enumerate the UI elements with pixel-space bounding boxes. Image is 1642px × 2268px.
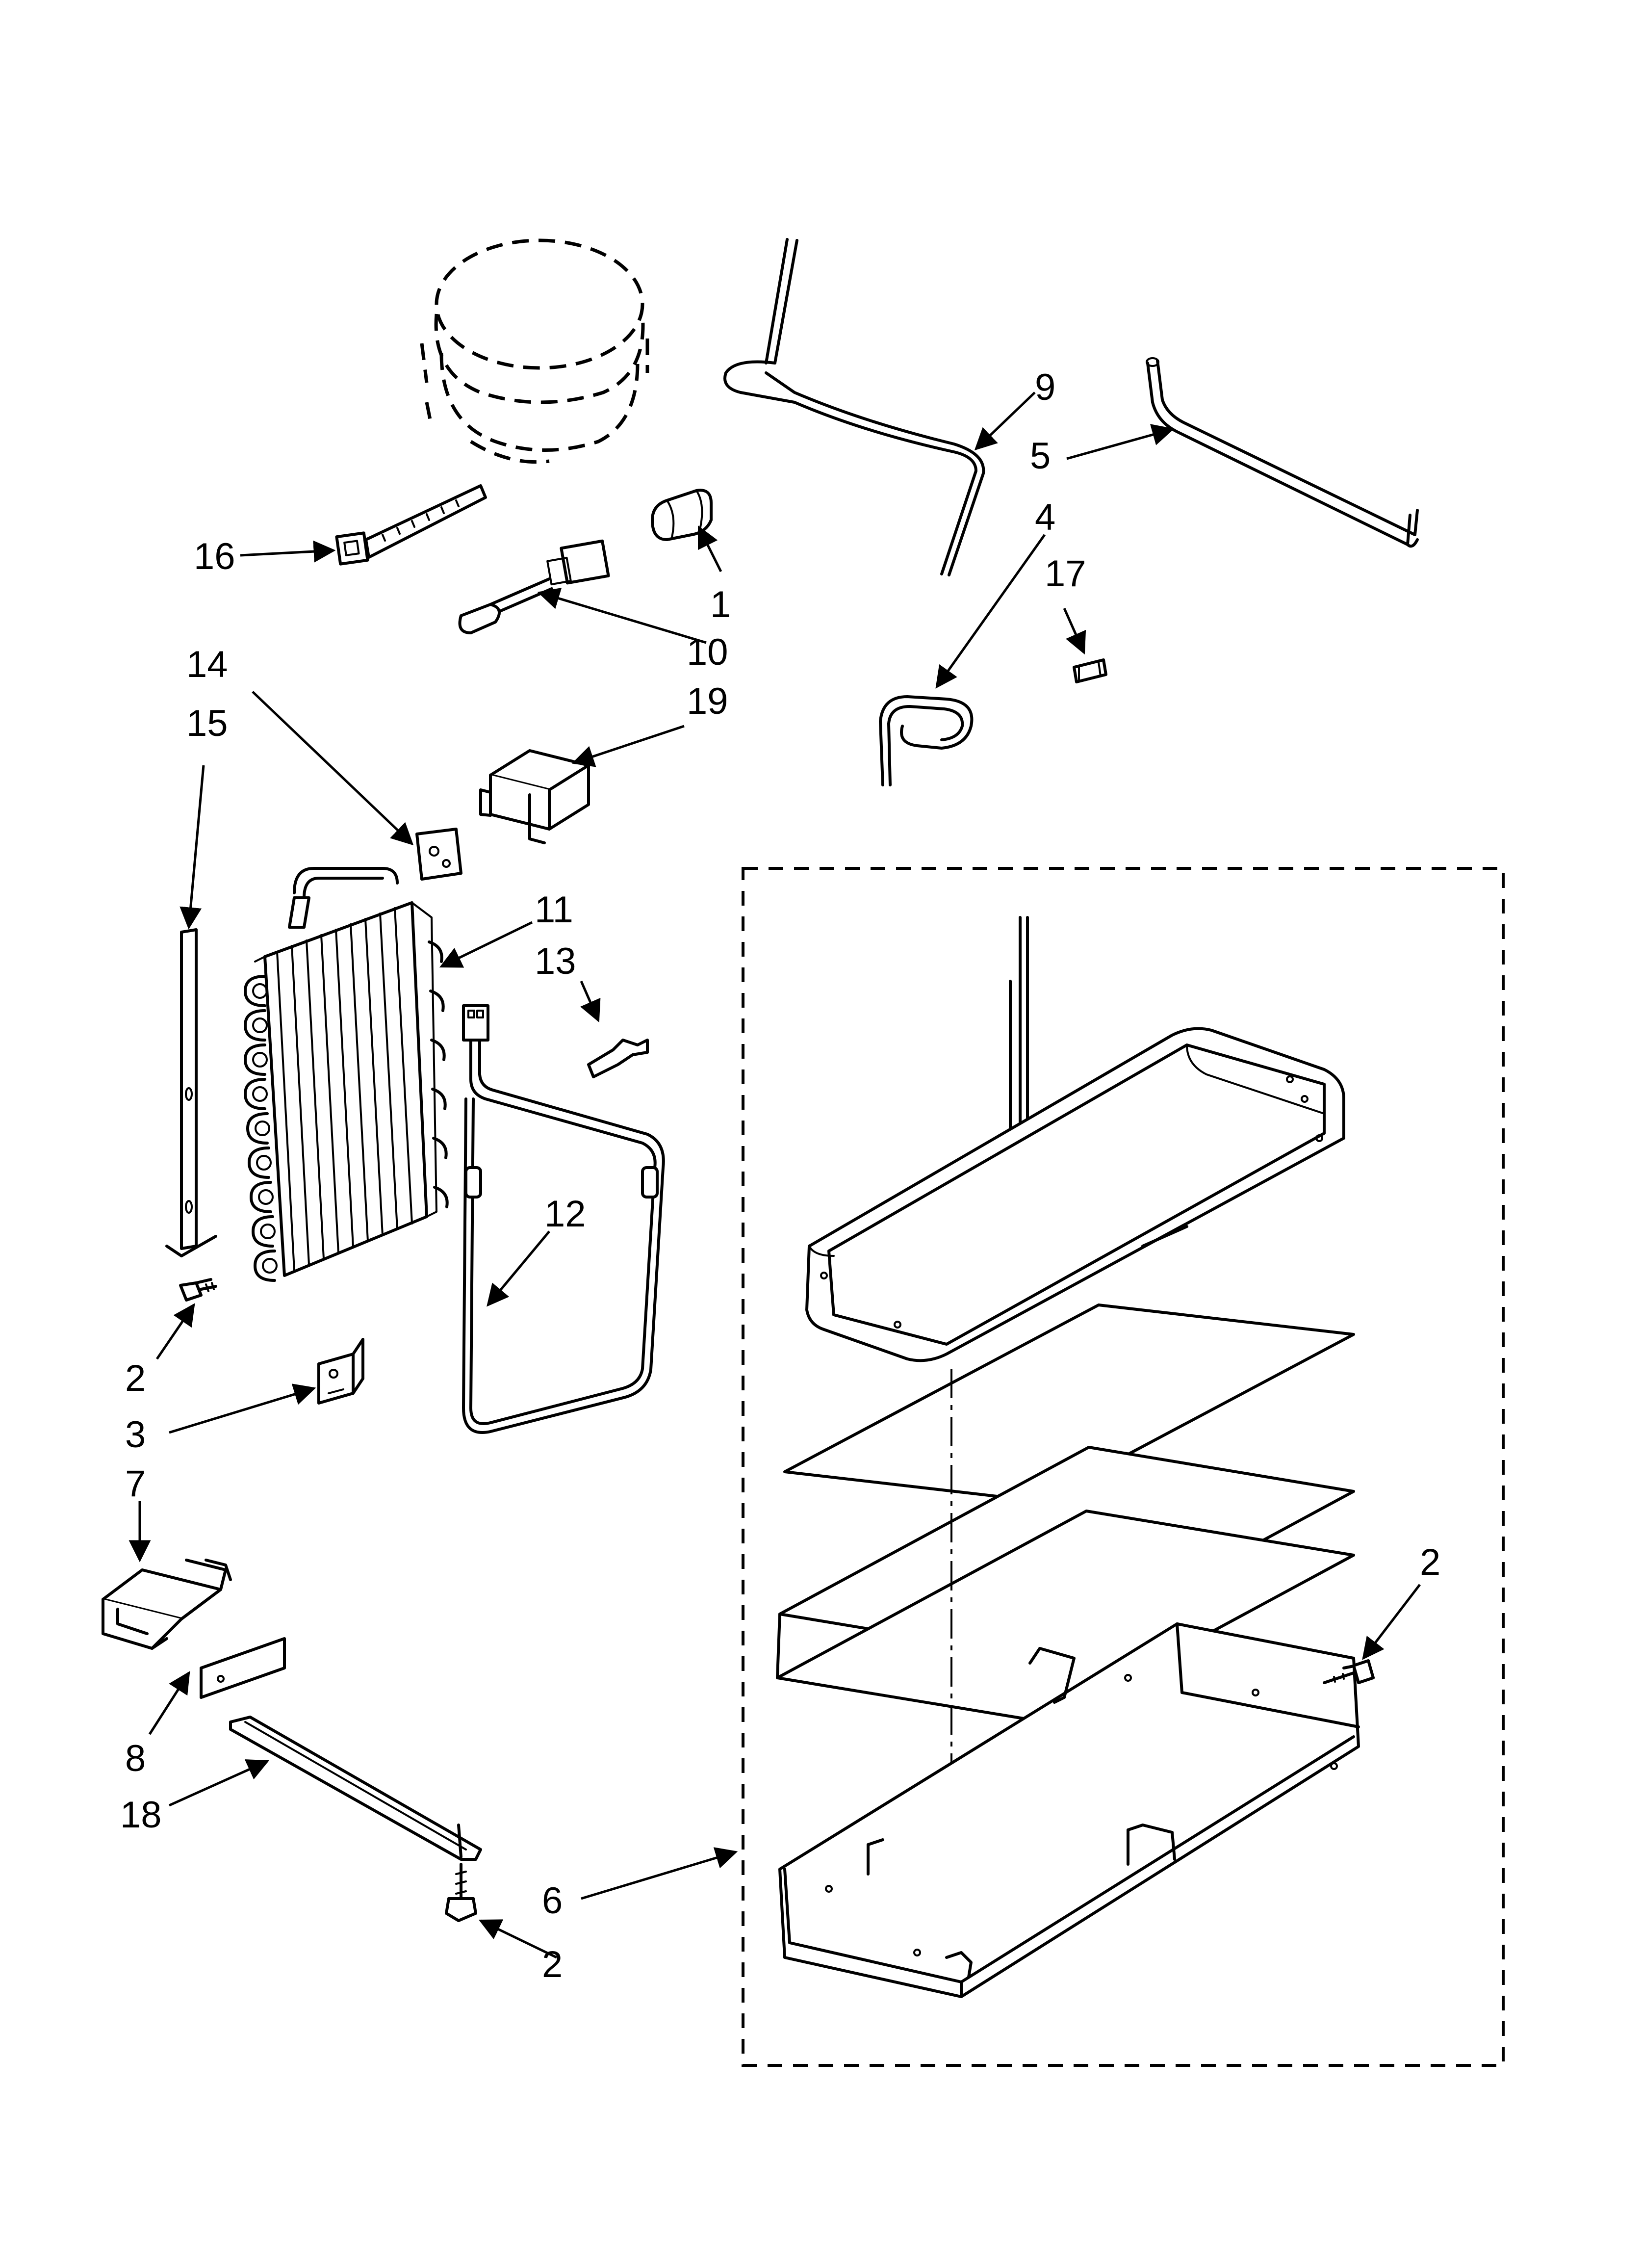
part-5-tube [1146, 357, 1419, 548]
callout-labels: 16 1 10 9 5 4 17 19 14 15 11 13 12 2 3 7… [120, 366, 1440, 1985]
part-2-screw-b [445, 1863, 477, 1922]
callout-3: 3 [125, 1414, 146, 1456]
part-8-plate [200, 1637, 286, 1699]
part-18-strip [229, 1716, 482, 1861]
part-3-bracket [317, 1338, 364, 1405]
callout-18: 18 [120, 1794, 162, 1836]
part-12-heater [462, 1004, 665, 1434]
part-2-screw-c [1323, 1659, 1375, 1684]
part-6-assembly-box [742, 867, 1505, 2067]
part-11-evaporator [244, 867, 449, 1282]
part-13-clip [587, 1039, 649, 1078]
callout-15: 15 [186, 703, 228, 744]
leader-lines [128, 391, 1421, 1959]
part-14-plate [415, 828, 462, 881]
callout-14: 14 [186, 644, 228, 685]
part-7-bracket [102, 1559, 232, 1650]
callout-2-left: 2 [125, 1357, 146, 1399]
part-19-bracket [479, 749, 590, 844]
callout-13: 13 [535, 940, 576, 982]
callout-5: 5 [1030, 435, 1051, 477]
part-15-strip [165, 928, 217, 1257]
callout-16: 16 [194, 536, 235, 577]
callout-2-right: 2 [1420, 1541, 1440, 1583]
callout-7: 7 [125, 1463, 146, 1505]
compressor-outline [420, 238, 649, 464]
part-2-screw-a [179, 1278, 217, 1302]
part-10-thermistor [458, 539, 610, 634]
callout-9: 9 [1035, 366, 1055, 408]
callout-1: 1 [710, 584, 731, 626]
callout-10: 10 [687, 631, 728, 673]
callout-12: 12 [544, 1193, 586, 1235]
callout-19: 19 [687, 680, 728, 722]
callout-4: 4 [1035, 496, 1055, 538]
callout-2-bottom: 2 [542, 1944, 563, 1985]
callout-17: 17 [1045, 553, 1086, 595]
part-9-tube [723, 238, 985, 576]
callout-11: 11 [535, 889, 573, 931]
callout-6: 6 [542, 1880, 563, 1922]
part-17-clip [1073, 658, 1107, 683]
part-4-coiled-tube [879, 695, 974, 786]
callout-8: 8 [125, 1738, 146, 1779]
part-16-cable-tie [335, 484, 487, 566]
